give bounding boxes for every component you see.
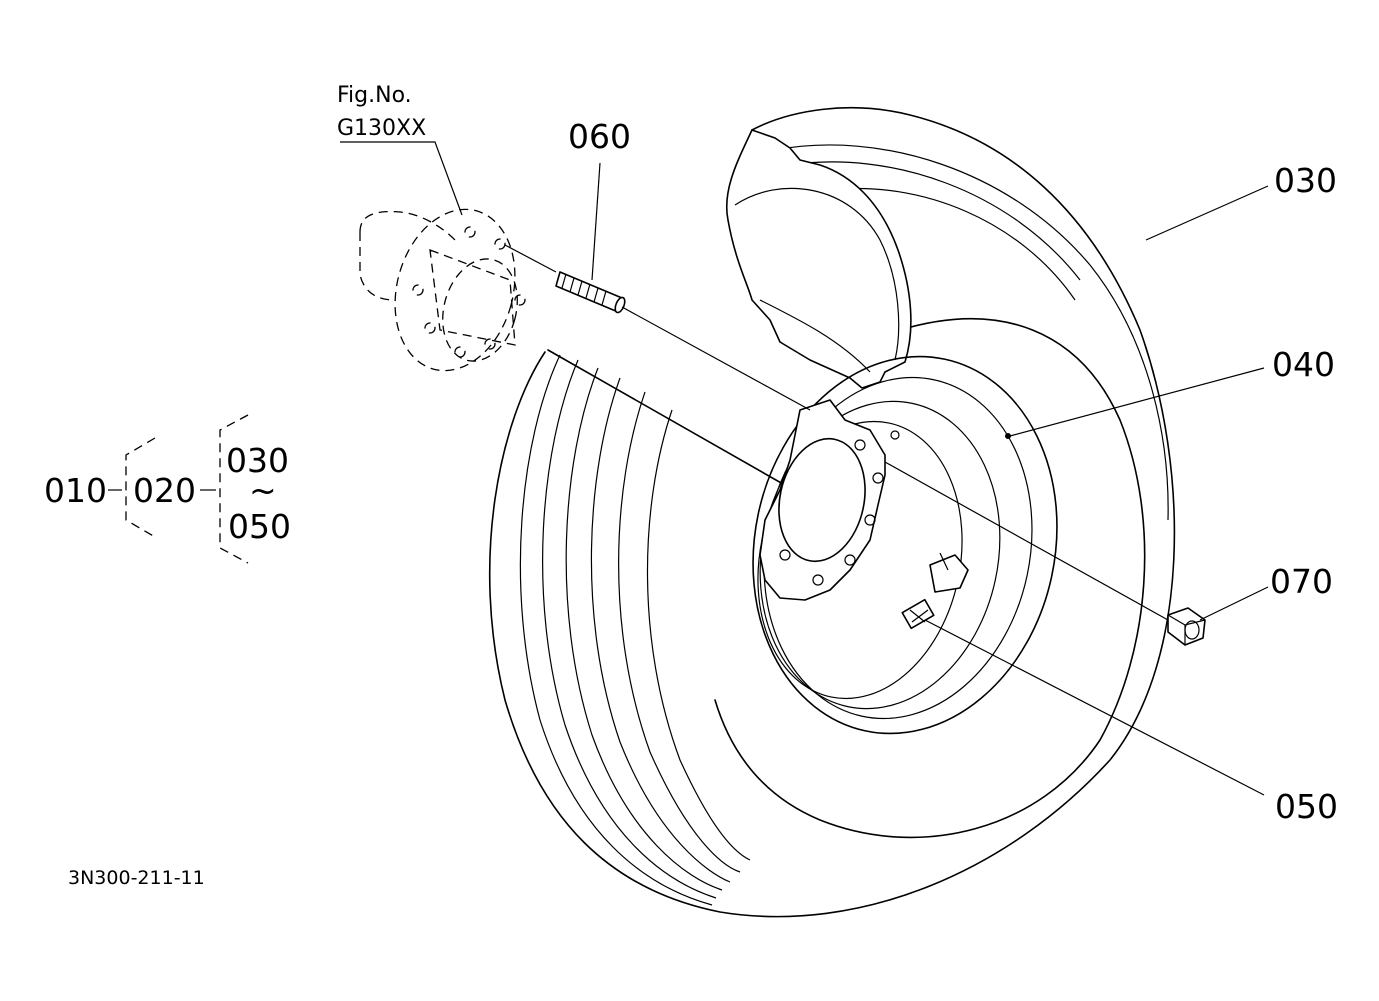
tire-030 [488, 107, 1176, 918]
tree-range-separator: ~ [249, 471, 277, 510]
drawing-number: 3N300-211-11 [68, 867, 205, 889]
tree-range-end: 050 [228, 507, 291, 546]
rim-040 [752, 355, 1058, 735]
leader-lines [340, 141, 1269, 796]
tree-sub-020: 020 [133, 471, 196, 510]
callout-030: 030 [1274, 161, 1337, 200]
figure-ref-line1: Fig.No. [337, 83, 412, 108]
callout-060: 060 [568, 117, 631, 156]
assembly-tree-brackets [108, 414, 249, 564]
rim-callout-dot [1005, 433, 1011, 439]
callout-050: 050 [1275, 787, 1338, 826]
tree-root-010: 010 [44, 471, 107, 510]
hub-reference [359, 208, 526, 372]
nut-070 [1167, 607, 1206, 646]
figure-ref-line2: G130XX [337, 116, 426, 141]
callout-040: 040 [1272, 345, 1335, 384]
callout-070: 070 [1270, 562, 1333, 601]
stud-bolt-060 [555, 271, 626, 314]
tree-range-start: 030 [226, 441, 289, 480]
